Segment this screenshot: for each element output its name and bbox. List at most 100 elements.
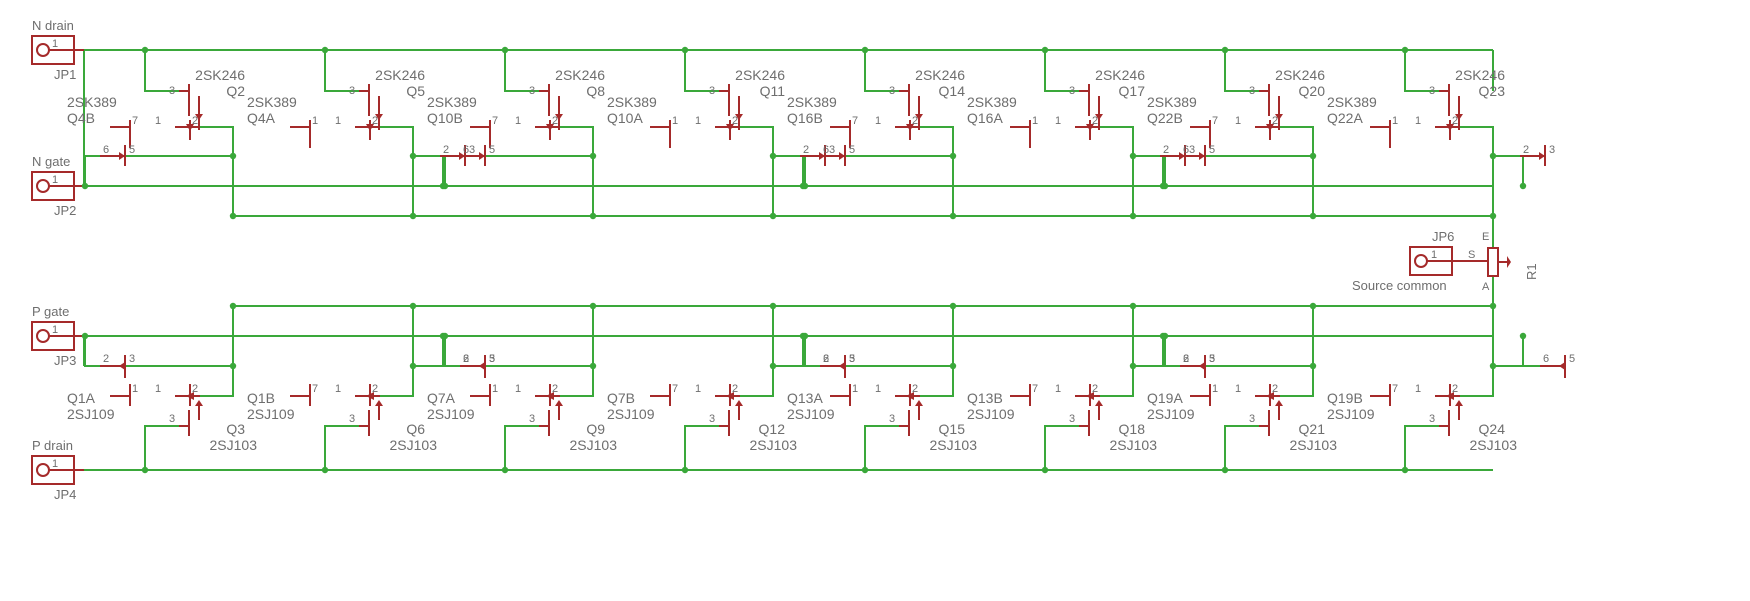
dual-pin-label: 7: [1032, 383, 1038, 395]
jfet-pin-label: 3: [529, 85, 535, 97]
dual-part-label: 2SK389: [1147, 94, 1197, 110]
connector-net-label: P drain: [32, 438, 73, 453]
gate-wire: [804, 336, 820, 367]
dual-pin-label: 6: [463, 144, 469, 156]
junction-dot: [861, 46, 869, 54]
jfet-ref-label: Q8: [586, 83, 605, 99]
dual-pin-label: 6: [823, 144, 829, 156]
dual-arrow: [186, 124, 194, 131]
junction-dot: [409, 362, 417, 370]
jfet-pin-label: 3: [169, 85, 175, 97]
trimmer-pin-label: S: [1468, 249, 1475, 261]
jfet-part-label: 2SJ103: [390, 437, 438, 453]
source-wire: [1460, 306, 1494, 397]
jfet-pin-label: 3: [889, 85, 895, 97]
source-wire: [1100, 126, 1134, 216]
jfet-arrow: [915, 114, 923, 120]
connector-ref-label: JP1: [54, 67, 76, 82]
gate-wire: [804, 155, 820, 186]
dual-part-label: 2SK389: [607, 94, 657, 110]
jfet-part-label: 2SK246: [1275, 67, 1325, 83]
dual-arrow: [1446, 392, 1454, 400]
junction-dot: [681, 466, 689, 474]
dual-pin-label: 1: [695, 383, 701, 395]
dual-pin-label: 2: [1272, 383, 1278, 395]
dual-pin-label: 2: [192, 115, 198, 127]
dual-pin-label: 6: [823, 353, 829, 365]
jfet-arrow: [555, 400, 563, 406]
junction-dot: [409, 212, 417, 220]
junction-dot: [589, 302, 597, 310]
junction-dot: [589, 212, 597, 220]
dual-part-label: 2SJ109: [1147, 406, 1195, 422]
jfet-part-label: 2SK246: [915, 67, 965, 83]
source-wire: [1100, 306, 1134, 397]
dual-ref-label: Q19A: [1147, 390, 1183, 406]
junction-dot: [1041, 466, 1049, 474]
jfet-part-label: 2SJ103: [210, 437, 258, 453]
junction-dot: [321, 466, 329, 474]
dual-part-label: 2SJ109: [247, 406, 295, 422]
jfet-pin-label: 3: [1069, 85, 1075, 97]
dual-ref-label: Q1B: [247, 390, 275, 406]
jfet-ref-label: Q3: [226, 421, 245, 437]
jfet-arrow: [735, 114, 743, 120]
junction-dot: [409, 152, 417, 160]
source-wire: [200, 306, 234, 397]
dual-pin-label: 2: [823, 353, 829, 365]
dual-pin-label: 5: [849, 353, 855, 365]
dual-pin-label: 2: [912, 383, 918, 395]
jfet-arrow: [915, 400, 923, 406]
dual-arrow: [726, 392, 734, 400]
source-wire: [1460, 126, 1494, 216]
jfet-part-label: 2SK246: [555, 67, 605, 83]
trimmer-arrow: [1507, 256, 1511, 268]
jfet-pin-label: 3: [1249, 413, 1255, 425]
dual-part-label: 2SJ109: [1327, 406, 1375, 422]
jfet-arrow: [1455, 400, 1463, 406]
dual-ref-label: Q4A: [247, 110, 276, 126]
dual-pin-label: 2: [103, 353, 109, 365]
jfet-ref-label: Q6: [406, 421, 425, 437]
dual-pin-label: 1: [1212, 383, 1218, 395]
dual-gate-arrow: [1539, 152, 1545, 160]
jfet-ref-label: Q24: [1479, 421, 1506, 437]
connector-pin-label: 1: [52, 324, 58, 336]
connector-pin-icon: [36, 329, 50, 343]
jfet-pin-label: 3: [169, 413, 175, 425]
jfet-ref-label: Q21: [1299, 421, 1326, 437]
dual-pin-label: 1: [312, 115, 318, 127]
dual-arrow: [366, 392, 374, 400]
dual-part-label: 2SJ109: [967, 406, 1015, 422]
junction-dot: [1161, 182, 1169, 190]
dual-pin-label: 2: [732, 383, 738, 395]
connector-pin-label: 1: [52, 174, 58, 186]
source-wire: [1280, 306, 1314, 397]
dual-pin-label: 3: [1189, 144, 1195, 156]
dual-pin-label: 7: [1392, 383, 1398, 395]
wire-layer: [83, 49, 1565, 471]
connector-ref-label: JP3: [54, 353, 76, 368]
dual-gate-arrow: [119, 152, 125, 160]
jfet-part-label: 2SJ103: [1110, 437, 1158, 453]
source-wire: [740, 306, 774, 397]
source-wire: [920, 306, 954, 397]
junction-dot: [801, 182, 809, 190]
jfet-arrow: [1095, 114, 1103, 120]
p-jfet-drain-wire: [504, 425, 539, 470]
junction-dot: [1309, 152, 1317, 160]
gate-wire: [1164, 336, 1180, 367]
dual-part-label: 2SK389: [967, 94, 1017, 110]
dual-pin-label: 7: [132, 115, 138, 127]
jfet-drain-wire: [504, 50, 539, 92]
dual-part-label: 2SJ109: [607, 406, 655, 422]
jfet-drain-wire: [864, 50, 899, 92]
dual-pin-label: 2: [463, 353, 469, 365]
dual-pin-label: 5: [1209, 353, 1215, 365]
dual-pin-label: 6: [463, 353, 469, 365]
gate-wire: [1520, 155, 1524, 186]
connector-ref-label: JP6: [1432, 229, 1454, 244]
junction-dot: [949, 212, 957, 220]
dual-part-label: 2SK389: [67, 94, 117, 110]
junction-dot: [1041, 46, 1049, 54]
